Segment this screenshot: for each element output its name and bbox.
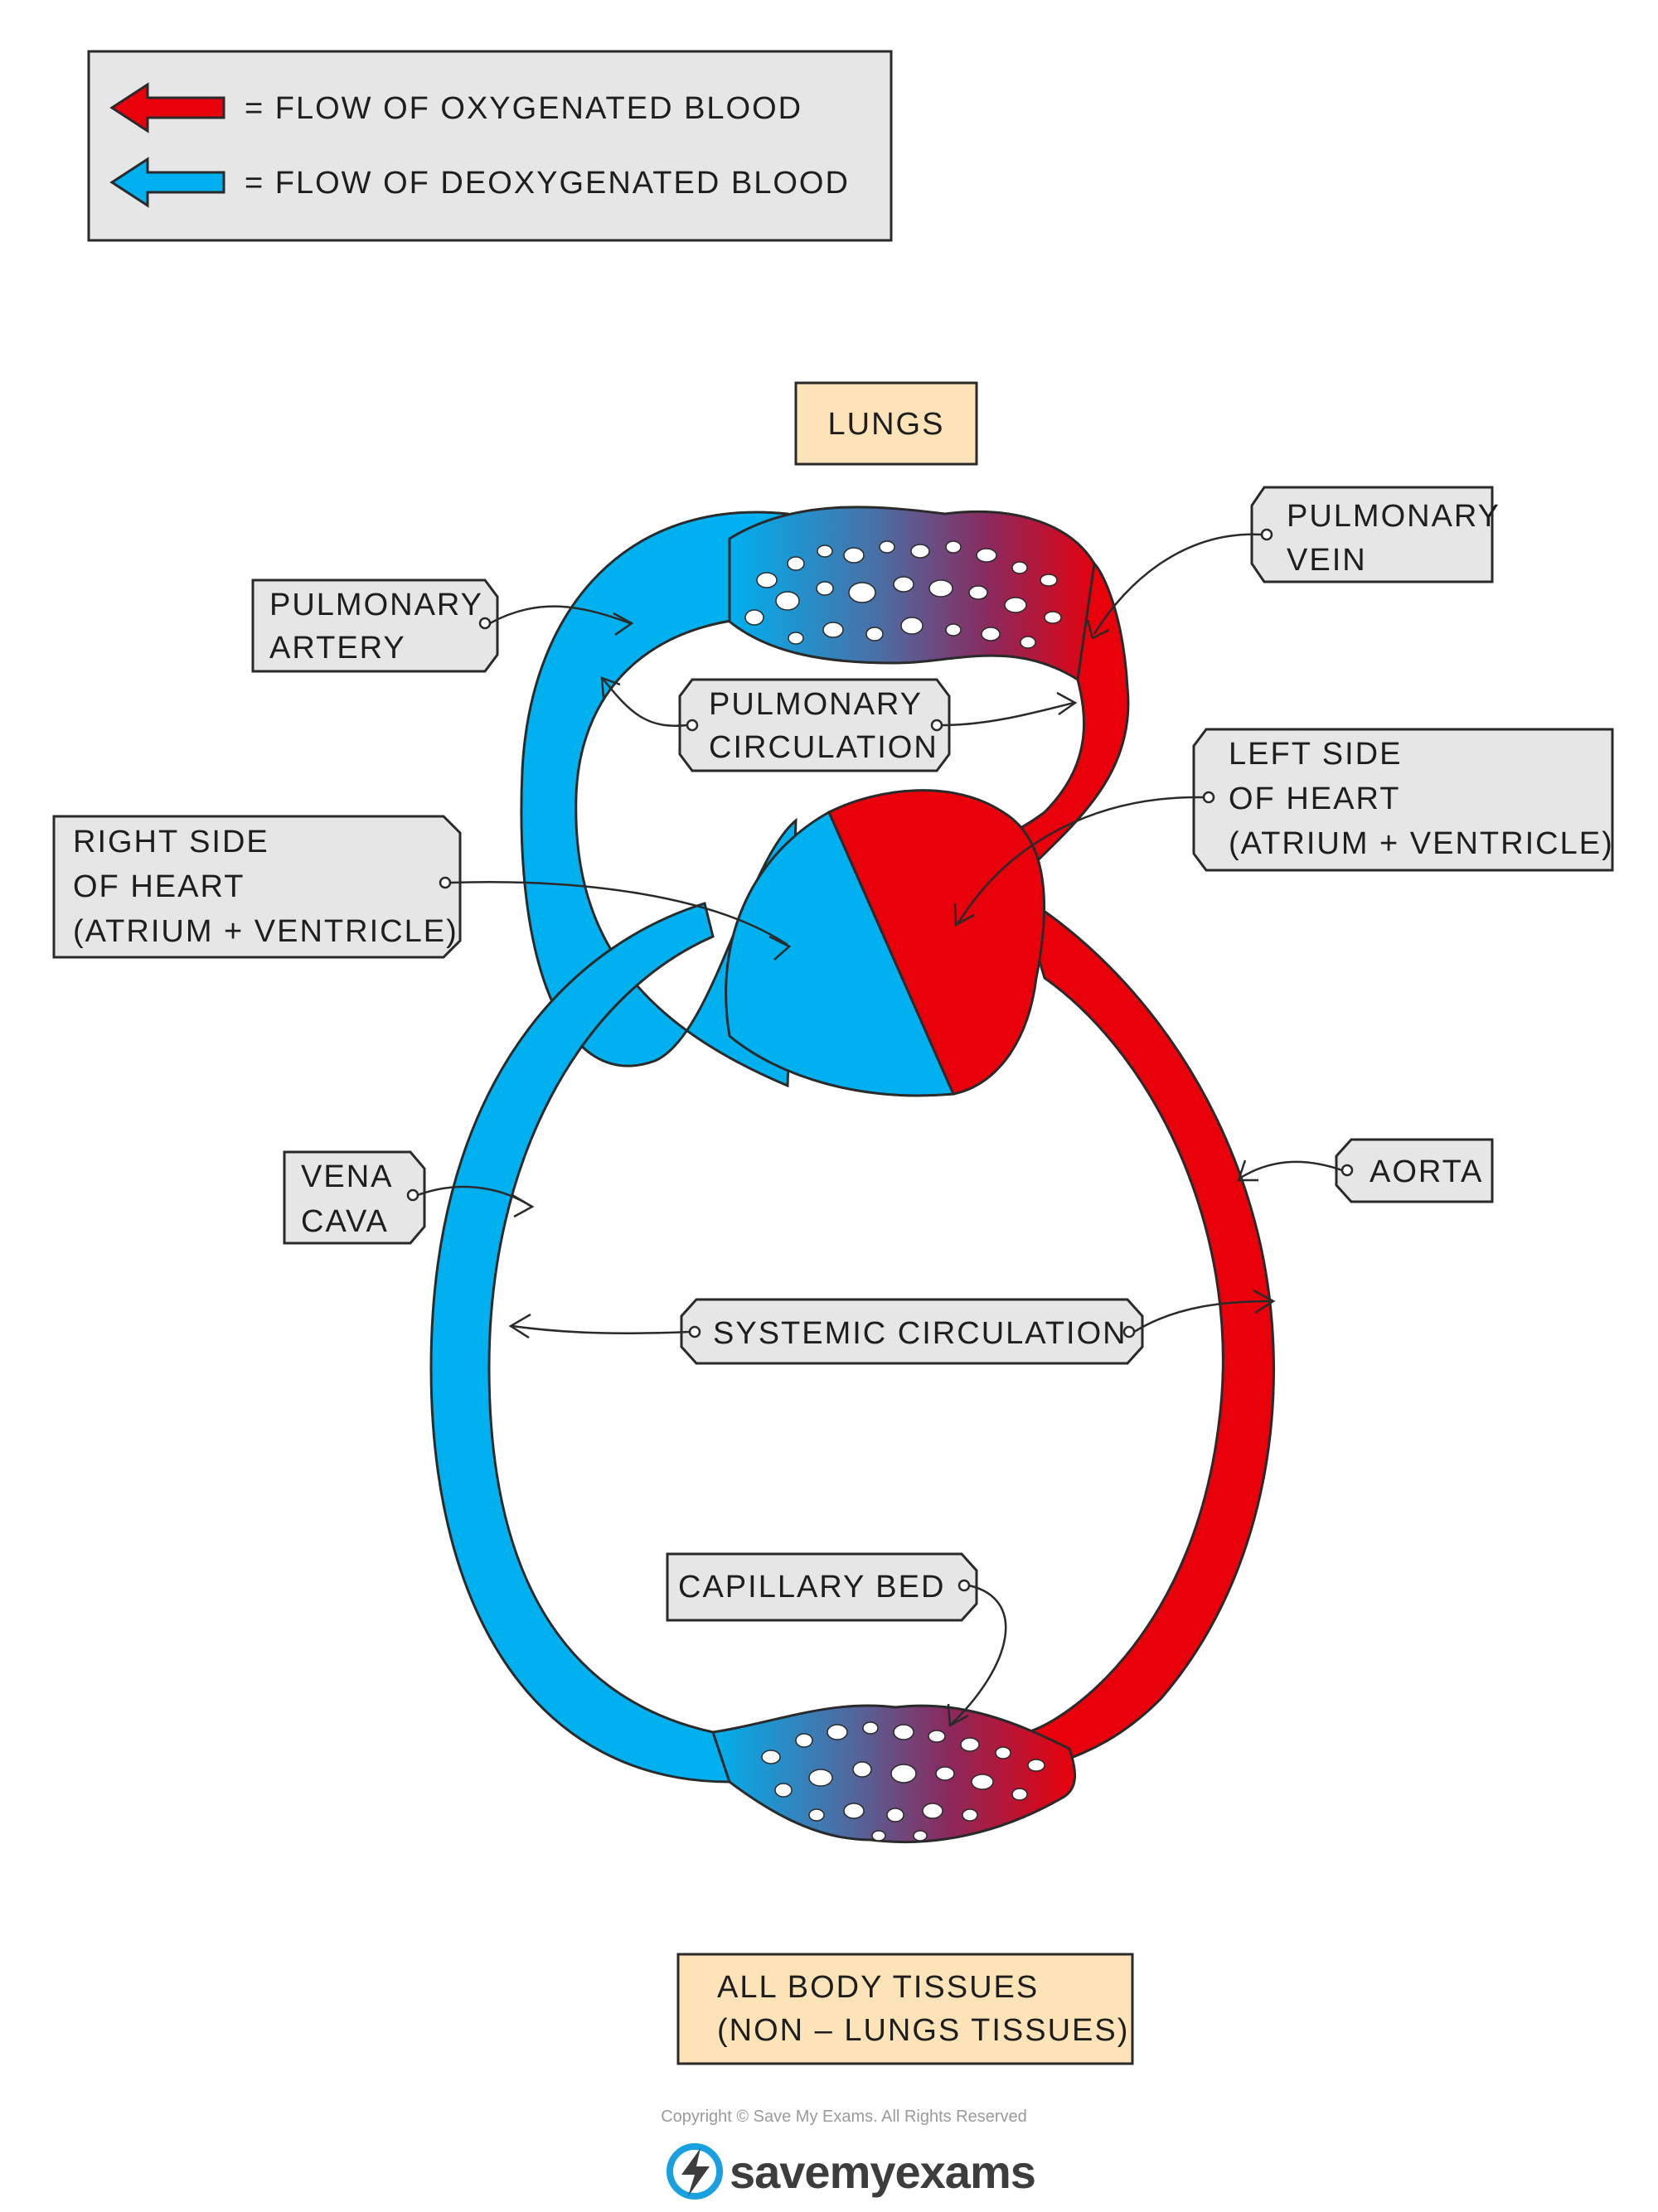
pulmonary-circulation-pointer-right: [941, 701, 1074, 727]
svg-text:SYSTEMIC CIRCULATION: SYSTEMIC CIRCULATION: [713, 1316, 1127, 1351]
svg-text:CIRCULATION: CIRCULATION: [709, 730, 938, 765]
aorta-pointer: [1239, 1160, 1343, 1180]
legend: = FLOW OF OXYGENATED BLOOD = FLOW OF DEO…: [87, 50, 893, 242]
svg-text:ARTERY: ARTERY: [269, 631, 406, 666]
svg-text:PULMONARY: PULMONARY: [709, 687, 923, 722]
svg-text:(ATRIUM + VENTRICLE): (ATRIUM + VENTRICLE): [73, 914, 458, 949]
red-arrow-icon: [109, 82, 225, 133]
left-heart-pointer: [956, 796, 1205, 925]
svg-text:PULMONARY: PULMONARY: [1287, 499, 1500, 534]
pulmonary-artery-pointer: [489, 605, 631, 625]
svg-text:VEIN: VEIN: [1287, 543, 1367, 578]
systemic-circulation-pointer-left: [511, 1324, 691, 1334]
left-heart-chamber: [827, 789, 1046, 1096]
legend-deoxygenated-label: = FLOW OF DEOXYGENATED BLOOD: [245, 166, 850, 201]
body-tissues-box: ALL BODY TISSUES (NON – LUNGS TISSUES): [676, 1953, 1134, 2065]
heart: [725, 789, 1046, 1097]
svg-text:PULMONARY: PULMONARY: [269, 588, 483, 622]
svg-text:CAVA: CAVA: [301, 1204, 389, 1239]
save-my-exams-logo-icon: [667, 2143, 723, 2200]
body-tissues-line2: (NON – LUNGS TISSUES): [717, 2013, 1129, 2048]
body-capillary-holes: [761, 1721, 1045, 1842]
body-tissues-line1: ALL BODY TISSUES: [717, 1970, 1039, 2005]
pulmonary-circulation-tag: PULMONARY CIRCULATION: [600, 676, 1078, 772]
legend-oxygenated-label: = FLOW OF OXYGENATED BLOOD: [245, 91, 802, 126]
left-heart-tag: LEFT SIDE OF HEART (ATRIUM + VENTRICLE): [953, 728, 1614, 927]
pulmonary-circulation-pointer-left: [603, 679, 688, 727]
svg-text:OF HEART: OF HEART: [73, 869, 245, 904]
pulmonary-vein-tag: PULMONARY VEIN: [1086, 486, 1500, 640]
capillary-bed-tag: CAPILLARY BED: [666, 1552, 1007, 1728]
vena-cava-vessel: [429, 902, 732, 1784]
svg-text:AORTA: AORTA: [1370, 1154, 1483, 1189]
copyright-text: Copyright © Save My Exams. All Rights Re…: [661, 2108, 1027, 2126]
blue-arrow-icon: [109, 157, 225, 208]
pulmonary-artery-tag: PULMONARY ARTERY: [251, 578, 634, 673]
pulmonary-artery-vessel: [520, 511, 797, 1088]
right-heart-chamber: [725, 810, 956, 1097]
capillary-bed-pointer: [951, 1584, 1007, 1725]
systemic-circulation-tag: SYSTEMIC CIRCULATION: [508, 1289, 1276, 1365]
aorta-tag: AORTA: [1237, 1138, 1494, 1203]
systemic-circulation-pointer-right: [1133, 1300, 1273, 1333]
svg-text:RIGHT SIDE: RIGHT SIDE: [73, 825, 269, 859]
svg-text:LEFT SIDE: LEFT SIDE: [1229, 737, 1402, 772]
svg-text:OF HEART: OF HEART: [1229, 782, 1400, 816]
pulmonary-vein-pointer: [1093, 533, 1263, 635]
right-heart-pointer: [449, 881, 788, 946]
lungs-box: LUNGS: [794, 381, 978, 466]
svg-text:CAPILLARY BED: CAPILLARY BED: [678, 1570, 945, 1605]
footer: Copyright © Save My Exams. All Rights Re…: [661, 2108, 1036, 2200]
lungs-label: LUNGS: [828, 407, 945, 442]
brand-text: savemyexams: [730, 2146, 1035, 2198]
vena-cava-tag: VENA CAVA: [283, 1150, 535, 1245]
svg-text:VENA: VENA: [301, 1159, 393, 1194]
lung-capillary-holes: [744, 540, 1062, 649]
aorta-vessel: [1017, 892, 1275, 1767]
right-heart-tag: RIGHT SIDE OF HEART (ATRIUM + VENTRICLE): [52, 815, 792, 961]
svg-text:(ATRIUM + VENTRICLE): (ATRIUM + VENTRICLE): [1229, 826, 1614, 861]
